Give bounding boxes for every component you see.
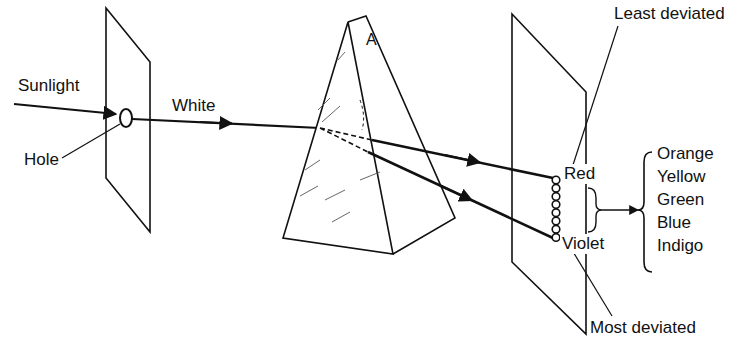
ray-arrow: [200, 122, 232, 124]
ray-label: Sunlight: [16, 76, 81, 96]
prism-front: [283, 22, 393, 254]
leader-line: [62, 124, 120, 158]
callout-label: Least deviated: [612, 4, 727, 24]
color-label: Indigo: [655, 236, 705, 256]
sunlight-ray: [14, 104, 116, 114]
prism-shading: [300, 52, 380, 222]
color-label: Blue: [655, 213, 693, 233]
prism-fill: [283, 16, 455, 254]
leader-line: [572, 26, 618, 168]
color-label: Orange: [655, 144, 716, 164]
color-label: Red: [562, 164, 597, 184]
white-ray: [132, 119, 320, 128]
callout-label: Most deviated: [588, 318, 698, 338]
prism-edges: [348, 16, 455, 254]
red-ray: [372, 140, 553, 178]
bracket: [588, 188, 602, 232]
bracket: [638, 152, 652, 272]
angle-label: A: [364, 30, 379, 50]
angle-arc: [360, 100, 364, 130]
color-label: Green: [655, 190, 706, 210]
color-label: Yellow: [655, 167, 708, 187]
bracket-arrow: [602, 209, 638, 210]
ray-arrow: [445, 155, 480, 162]
leader-line: [572, 250, 612, 316]
violet-ray: [368, 152, 553, 238]
color-label: Violet: [560, 234, 606, 254]
part-label: Hole: [22, 150, 61, 170]
spectrum-dots: [552, 176, 560, 241]
ray-label: White: [170, 96, 217, 116]
hole: [120, 109, 132, 127]
refracted-ray: [320, 128, 372, 152]
ray-arrow: [440, 186, 472, 201]
